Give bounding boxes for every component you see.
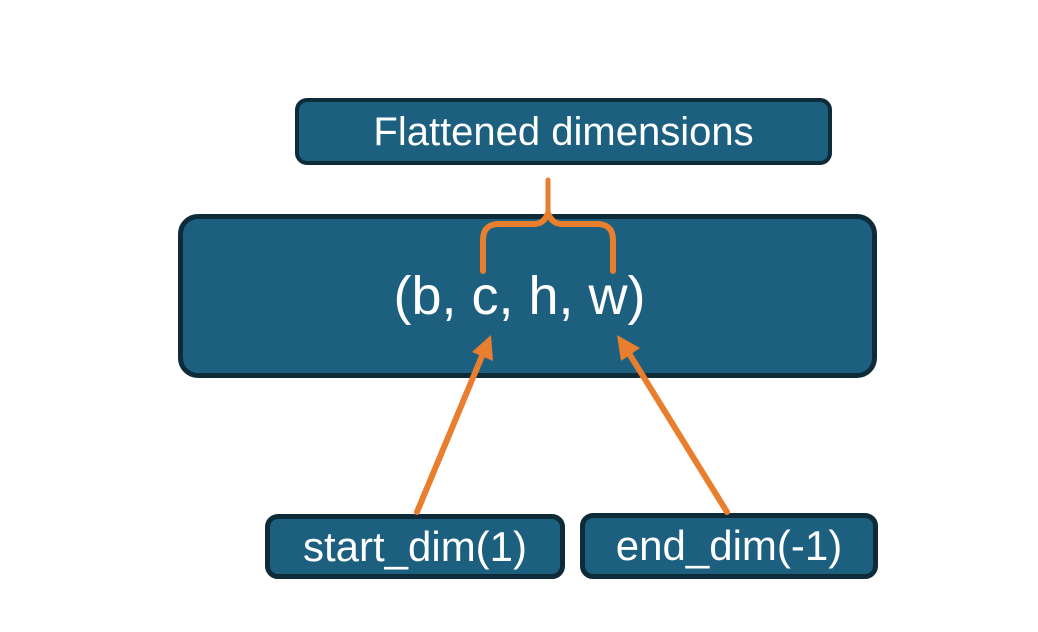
end-dim-box: end_dim(-1): [580, 513, 878, 579]
start-dim-arrow-line: [414, 353, 485, 515]
tensor-shape-label: (b, c, h, w): [393, 266, 646, 326]
flattened-dimensions-label: Flattened dimensions: [373, 109, 754, 154]
end-dim-label: end_dim(-1): [615, 522, 843, 569]
end-dim-arrow-line: [627, 352, 730, 515]
tensor-shape-box: (b, c, h, w): [178, 214, 877, 378]
start-dim-label: start_dim(1): [302, 522, 528, 570]
flattened-dimensions-box: Flattened dimensions: [295, 98, 832, 165]
start-dim-box: start_dim(1): [265, 514, 565, 579]
